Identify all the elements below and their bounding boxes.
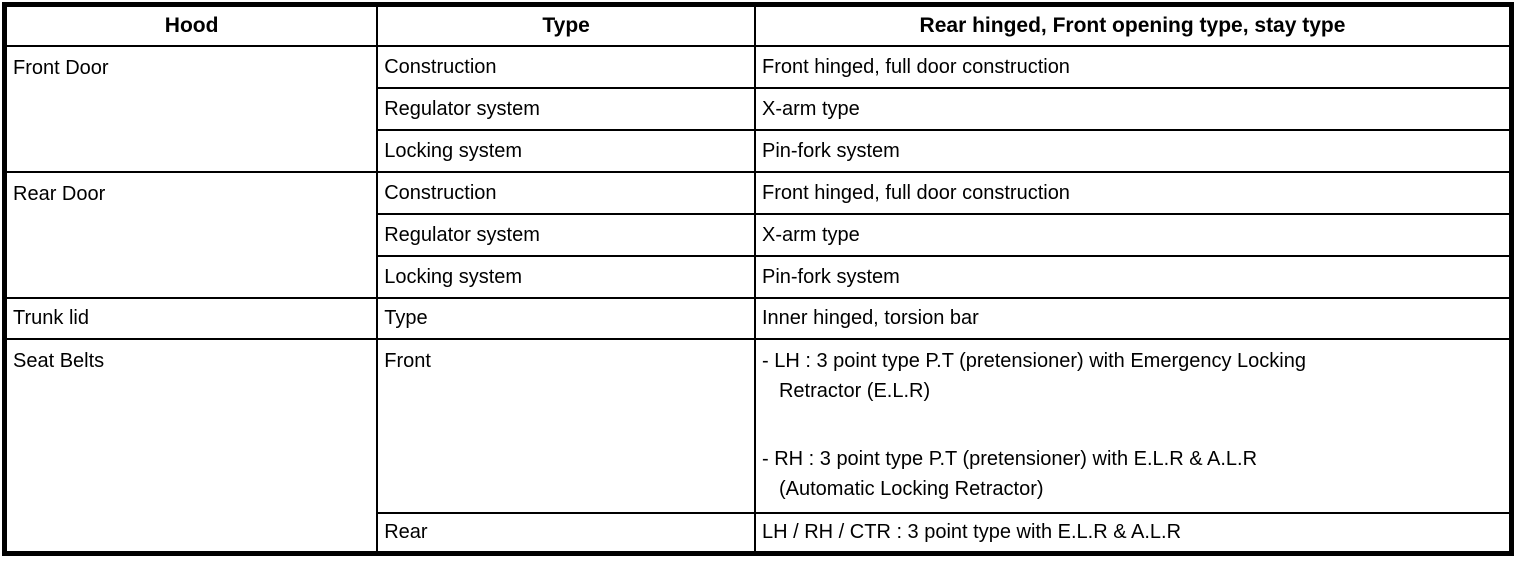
group-label-seat-belts: Seat Belts <box>3 337 379 555</box>
table-row: Seat Belts Front - LH : 3 point type P.T… <box>3 337 1513 555</box>
spec-line: Retractor (E.L.R) <box>778 379 931 402</box>
spec-line: - RH : 3 point type P.T (pretensioner) w… <box>761 447 1258 470</box>
type-cell: Regulator system <box>376 86 756 131</box>
group-label-rear-door: Rear Door <box>3 170 379 299</box>
type-cell: Front <box>376 337 756 514</box>
table-row: Regulator system X-arm type <box>5 86 1513 131</box>
value-cell-seat-belts-front: - LH : 3 point type P.T (pretensioner) w… <box>753 337 1513 514</box>
header-cell-type: Type <box>376 3 756 47</box>
value-cell: X-arm type <box>753 86 1513 131</box>
table-row: Locking system Pin-fork system <box>5 128 1513 173</box>
type-cell: Locking system <box>376 254 756 299</box>
table-row: Locking system Pin-fork system <box>5 254 1513 299</box>
value-cell: Front hinged, full door construction <box>753 44 1513 89</box>
spec-line: - LH : 3 point type P.T (pretensioner) w… <box>761 349 1306 372</box>
type-cell: Construction <box>376 170 756 215</box>
type-cell: Rear <box>376 511 756 555</box>
table-row: Rear LH / RH / CTR : 3 point type with E… <box>5 511 1513 555</box>
table-row: Front Door Construction Front hinged, fu… <box>3 44 1513 173</box>
header-cell-hood: Hood <box>3 3 379 47</box>
type-cell: Regulator system <box>376 212 756 257</box>
spec-line: (Automatic Locking Retractor) <box>778 477 1044 500</box>
value-cell: Pin-fork system <box>753 254 1513 299</box>
value-cell: Pin-fork system <box>753 128 1513 173</box>
front-lh-spec: - LH : 3 point type P.T (pretensioner) w… <box>762 346 1505 406</box>
group-label-trunk-lid: Trunk lid <box>3 296 379 340</box>
type-cell: Locking system <box>376 128 756 173</box>
type-cell: Type <box>376 296 756 340</box>
header-row: Hood Type Rear hinged, Front opening typ… <box>3 3 1513 47</box>
table-row: Regulator system X-arm type <box>5 212 1513 257</box>
type-cell: Construction <box>376 44 756 89</box>
table-row: Rear Door Construction Front hinged, ful… <box>3 170 1513 299</box>
group-label-front-door: Front Door <box>3 44 379 173</box>
table-row: Trunk lid Type Inner hinged, torsion bar <box>3 296 1513 340</box>
value-cell: Inner hinged, torsion bar <box>753 296 1513 340</box>
value-cell: X-arm type <box>753 212 1513 257</box>
body-specifications-table: Hood Type Rear hinged, Front opening typ… <box>2 2 1514 556</box>
header-cell-value: Rear hinged, Front opening type, stay ty… <box>753 3 1513 47</box>
value-cell: Front hinged, full door construction <box>753 170 1513 215</box>
front-rh-spec: - RH : 3 point type P.T (pretensioner) w… <box>762 444 1505 504</box>
value-cell: LH / RH / CTR : 3 point type with E.L.R … <box>753 511 1513 555</box>
